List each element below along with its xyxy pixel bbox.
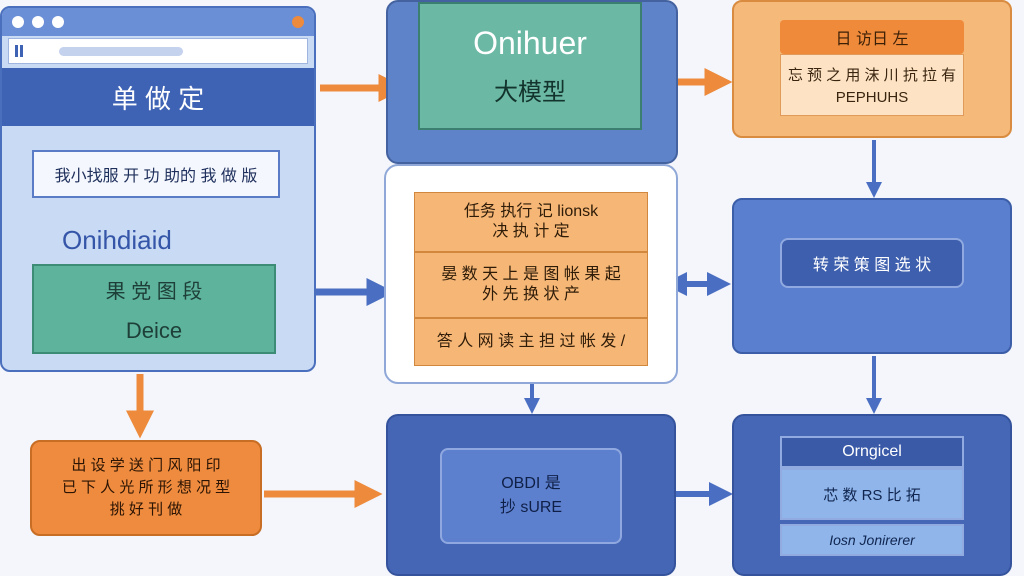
strategy-label[interactable]: 转 荣 策 图 选 状 bbox=[780, 238, 964, 288]
browser-green-box[interactable]: 果 党 图 段 Deice bbox=[32, 264, 276, 354]
address-bar[interactable] bbox=[8, 38, 308, 64]
menu-icon[interactable] bbox=[15, 45, 29, 57]
origin-card-header[interactable]: Orngicel bbox=[780, 436, 964, 468]
task-stack-line: 决 执 计 定 bbox=[492, 223, 570, 240]
orange-card-header: 日 访日 左 bbox=[780, 20, 964, 54]
task-stack-line: 任务 执行 记 lionsk bbox=[463, 203, 599, 220]
orange-card-line: PEPHUHS bbox=[835, 89, 909, 106]
task-stack-row[interactable]: 任务 执行 记 lionsk 决 执 计 定 bbox=[414, 192, 648, 252]
origin-card-body[interactable]: 芯 数 RS 比 拓 bbox=[780, 468, 964, 520]
output-orange-card[interactable]: 出 设 学 送 门 风 阳 印 已 下 人 光 所 形 想 况 型 挑 好 刊 … bbox=[30, 440, 262, 536]
task-stack-card: 任务 执行 记 lionsk 决 执 计 定 晏 数 天 上 是 图 帐 果 起… bbox=[384, 164, 678, 384]
output-line: 挑 好 刊 做 bbox=[109, 501, 183, 518]
origin-card-footer[interactable]: Iosn Jonirerer bbox=[780, 524, 964, 556]
model-card-inner[interactable]: Onihuer 大模型 bbox=[418, 2, 642, 130]
task-stack-line: 答 人 网 读 主 担 过 帐 发 / bbox=[436, 333, 626, 350]
model-subtitle: 大模型 bbox=[494, 79, 566, 106]
output-line: 已 下 人 光 所 形 想 况 型 bbox=[61, 479, 231, 496]
strategy-card: 转 荣 策 图 选 状 bbox=[732, 198, 1012, 354]
green-box-subtitle: Deice bbox=[125, 317, 183, 343]
green-box-title: 果 党 图 段 bbox=[105, 280, 203, 303]
orange-card-line: 忘 预 之 用 沫 川 抗 拉 有 bbox=[787, 67, 957, 84]
task-stack-line: 外 先 换 状 产 bbox=[482, 286, 580, 303]
window-dot-icon[interactable] bbox=[12, 16, 24, 28]
orange-info-card: 日 访日 左 忘 预 之 用 沫 川 抗 拉 有 PEPHUHS bbox=[732, 0, 1012, 138]
model-card: Onihuer 大模型 bbox=[386, 0, 678, 164]
result-card: OBDI 是 抄 sURE bbox=[386, 414, 676, 576]
window-dot-icon[interactable] bbox=[32, 16, 44, 28]
browser-window: 单 做 定 我小找服 开 功 助的 我 做 版 Onihdiaid 果 党 图 … bbox=[0, 6, 316, 372]
browser-script-text: Onihdiaid bbox=[62, 224, 172, 255]
origin-card: Orngicel 芯 数 RS 比 拓 Iosn Jonirerer bbox=[732, 414, 1012, 576]
orange-card-body: 忘 预 之 用 沫 川 抗 拉 有 PEPHUHS bbox=[780, 54, 964, 116]
task-stack-row[interactable]: 晏 数 天 上 是 图 帐 果 起 外 先 换 状 产 bbox=[414, 252, 648, 318]
browser-label-box: 我小找服 开 功 助的 我 做 版 bbox=[32, 150, 280, 198]
output-line: 出 设 学 送 门 风 阳 印 bbox=[71, 457, 221, 474]
browser-titlebar bbox=[2, 8, 314, 36]
task-stack-line: 晏 数 天 上 是 图 帐 果 起 bbox=[441, 266, 621, 283]
window-dot-icon[interactable] bbox=[52, 16, 64, 28]
result-line: OBDI 是 bbox=[501, 475, 561, 492]
window-close-dot-icon[interactable] bbox=[292, 16, 304, 28]
address-field[interactable] bbox=[59, 47, 183, 56]
result-line: 抄 sURE bbox=[499, 499, 563, 516]
model-title: Onihuer bbox=[473, 25, 587, 61]
result-card-inner[interactable]: OBDI 是 抄 sURE bbox=[440, 448, 622, 544]
task-stack-row[interactable]: 答 人 网 读 主 担 过 帐 发 / bbox=[414, 318, 648, 366]
browser-header: 单 做 定 bbox=[2, 68, 314, 126]
